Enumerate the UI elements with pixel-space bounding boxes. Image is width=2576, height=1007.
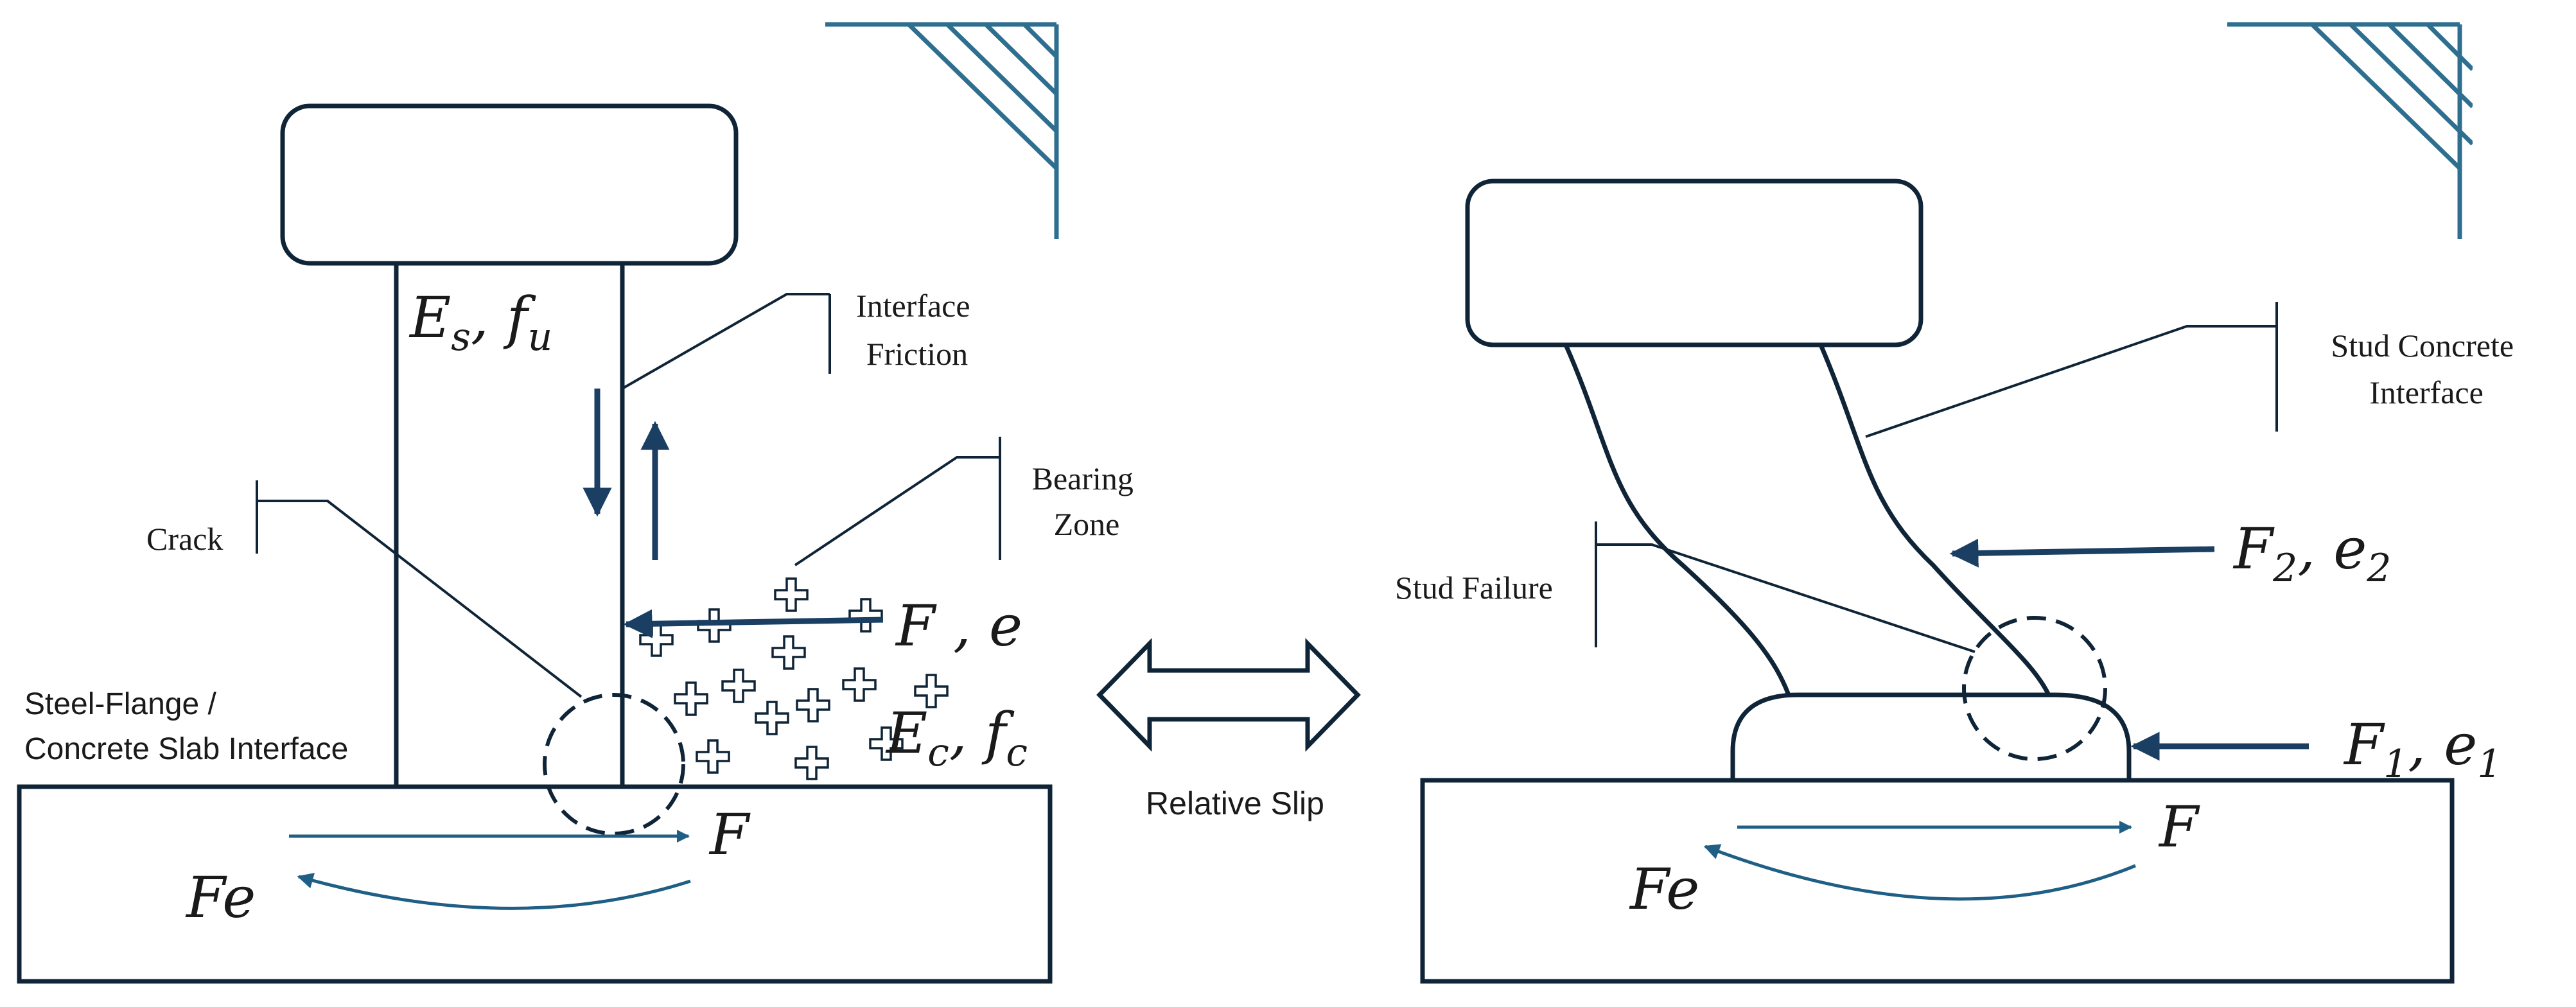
bearing-load-label: F , e <box>895 593 1022 659</box>
stud-shank-right-edge <box>1818 344 2051 696</box>
stud-failure-circle <box>1962 616 2107 761</box>
stud-shank-left-edge <box>1563 344 1791 696</box>
right-panel: Stud Concrete Interface F2, e2 Stud Fail… <box>1395 22 2521 984</box>
load2-label: F2, e2 <box>2232 516 2391 591</box>
bearing-zone-leader <box>794 437 1001 566</box>
shear-force-label-left: F <box>708 801 751 868</box>
stud-failure-leader <box>1595 521 1976 653</box>
interface-friction-label: Interface Friction <box>856 288 978 372</box>
load1-label: F1, e1 <box>2343 712 2502 787</box>
moment-label-right: Fe <box>1629 856 1699 922</box>
concrete-properties-label: Ec, fc <box>885 700 1028 775</box>
crack-leader <box>256 480 583 698</box>
stud-interface-leader <box>1865 302 2278 438</box>
weld-collar <box>1730 692 2132 780</box>
left-panel: Es, fu Interface Friction Bearing Zone <box>17 22 1142 984</box>
steel-flange-left <box>17 784 1053 984</box>
double-arrow <box>1096 638 1361 752</box>
steel-flange-right <box>1420 778 2455 984</box>
fixed-support-right <box>2227 22 2473 239</box>
moment-arrow-right <box>1703 844 2136 901</box>
relative-slip-indicator: Relative Slip <box>1096 638 1361 821</box>
crack-label: Crack <box>146 521 223 557</box>
crack-zone-circle <box>543 693 685 836</box>
flange-interface-label: Steel-Flange / Concrete Slab Interface <box>24 687 348 766</box>
stud-interface-label: Stud Concrete Interface <box>2331 328 2521 410</box>
bearing-load-arrow <box>623 609 884 638</box>
stud-head-right <box>1465 179 1923 347</box>
fixed-support-left <box>825 22 1059 239</box>
relative-slip-label: Relative Slip <box>1146 785 1324 821</box>
interface-friction-leader <box>622 293 831 390</box>
shear-force-label-right: F <box>2158 794 2200 860</box>
steel-properties-label: Es, fu <box>408 285 552 360</box>
load2-arrow <box>1949 538 2215 568</box>
moment-arrow-left <box>297 873 691 910</box>
stud-head-left <box>280 103 739 266</box>
moment-label-left: Fe <box>185 864 256 931</box>
stud-failure-label: Stud Failure <box>1395 570 1553 606</box>
bearing-zone-label: Bearing Zone <box>1032 460 1142 542</box>
